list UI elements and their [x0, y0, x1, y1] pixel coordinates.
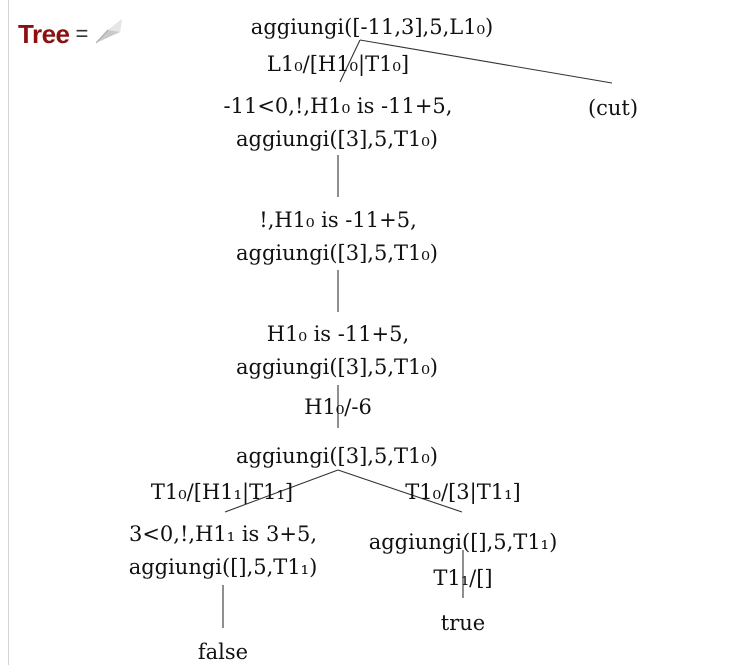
equals-sign: = [75, 21, 89, 46]
node-3-line-1: H1₀ is -11+5, [267, 322, 409, 346]
edge-n4-to-left [224, 469, 339, 513]
substitution-root: L1₀/[H1₀|T1₀] [267, 52, 409, 77]
tree-title: Tree [18, 18, 70, 49]
substitution-right-2: T1₁/[] [433, 566, 492, 590]
substitution-h1: H1₀/-6 [304, 395, 372, 419]
tree-header: Tree = [18, 16, 126, 52]
false-leaf: false [198, 640, 248, 664]
node-2-line-2: aggiungi([3],5,T1₀) [236, 241, 438, 265]
cut-paper-icon[interactable] [94, 16, 126, 46]
edge-n4-to-right [337, 469, 463, 513]
edge-root-to-n1 [339, 39, 361, 83]
substitution-right: T1₀/[3|T1₁] [405, 480, 520, 505]
node-4: aggiungi([3],5,T1₀) [236, 444, 438, 468]
edge-root-to-cut [359, 39, 613, 84]
substitution-left: T1₀/[H1₁|T1₁] [151, 480, 293, 505]
true-leaf: true [441, 611, 485, 635]
node-1-line-2: aggiungi([3],5,T1₀) [236, 127, 438, 151]
node-right: aggiungi([],5,T1₁) [369, 530, 558, 554]
node-root: aggiungi([-11,3],5,L1₀) [251, 15, 493, 39]
node-3-line-2: aggiungi([3],5,T1₀) [236, 355, 438, 379]
node-2-line-1: !,H1₀ is -11+5, [259, 208, 417, 232]
node-left-line-2: aggiungi([],5,T1₁) [129, 555, 318, 579]
cut-leaf: (cut) [588, 96, 638, 120]
node-left-line-1: 3<0,!,H1₁ is 3+5, [129, 522, 317, 546]
node-1-line-1: -11<0,!,H1₀ is -11+5, [224, 94, 453, 118]
left-frame-border [8, 0, 9, 665]
